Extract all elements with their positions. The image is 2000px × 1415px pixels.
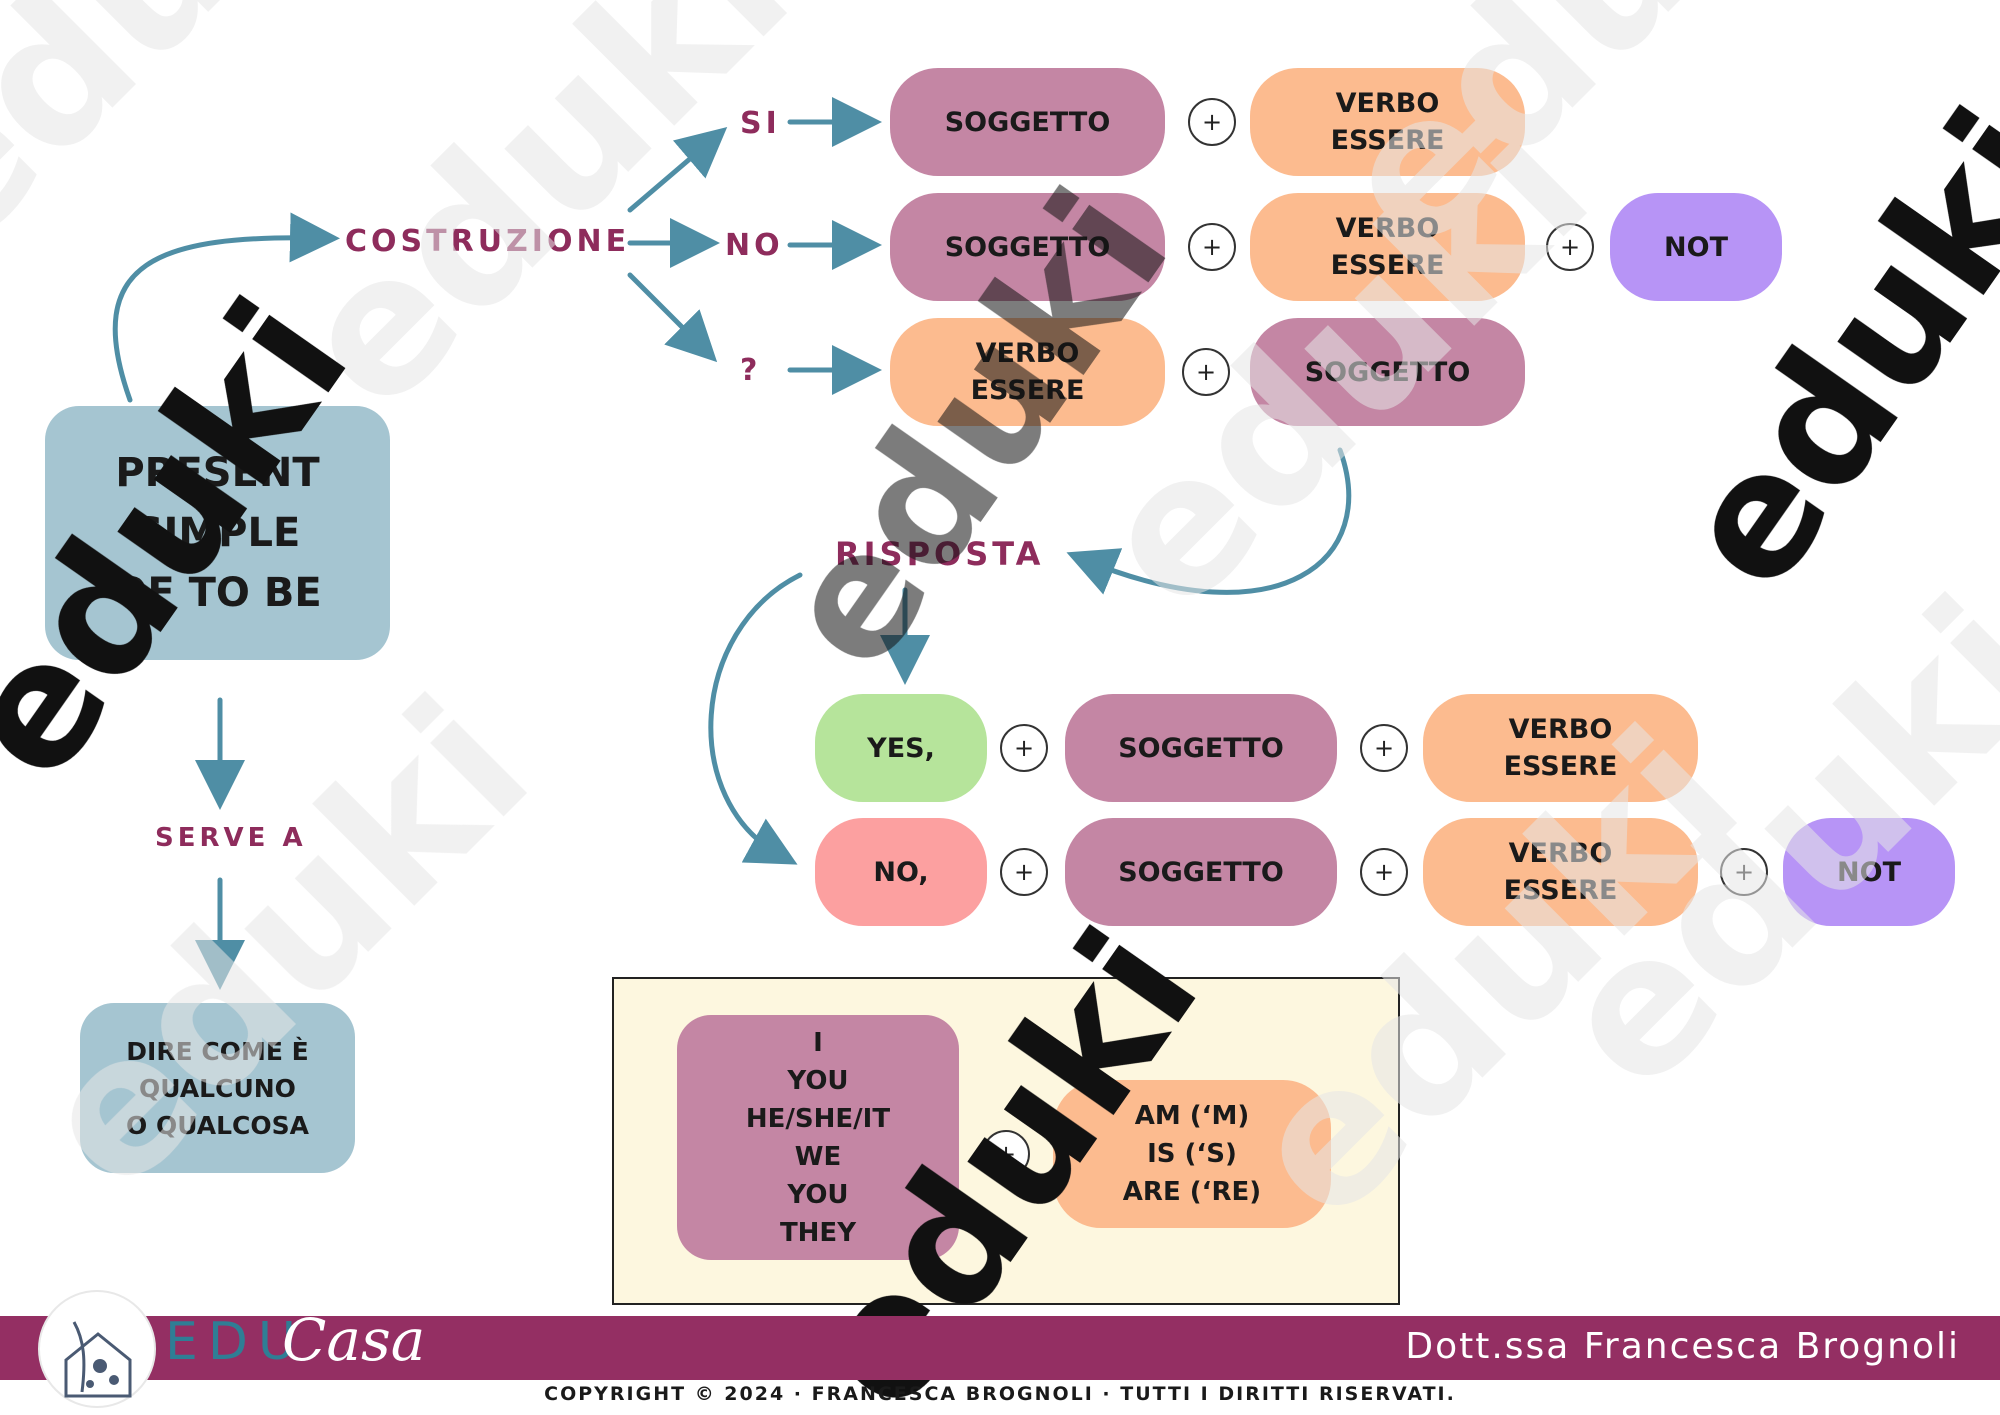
si-label: SI	[740, 106, 781, 141]
flower-house-icon	[64, 1321, 132, 1398]
no-verbo-box: VERBO ESSERE	[1250, 193, 1525, 301]
no-soggetto-box: SOGGETTO	[890, 193, 1165, 301]
si-verbo-box: VERBO ESSERE	[1250, 68, 1525, 176]
yes-soggetto-box: SOGGETTO	[1065, 694, 1337, 802]
logo-circle	[38, 1290, 156, 1408]
plus-icon: +	[1546, 223, 1594, 271]
no-not-box: NOT	[1610, 193, 1782, 301]
no-answer-not-box: NOT	[1783, 818, 1955, 926]
purpose-box: DIRE COME È QUALCUNO O QUALCOSA	[80, 1003, 355, 1173]
to-question-arrow	[627, 272, 718, 363]
no-answer-verbo-box: VERBO ESSERE	[1423, 818, 1698, 926]
arrow-group	[112, 97, 1352, 990]
verb-forms-box: AM (‘M) IS (‘S) ARE (‘RE)	[1053, 1080, 1331, 1228]
yes-verbo-box: VERBO ESSERE	[1423, 694, 1698, 802]
plus-icon: +	[1720, 848, 1768, 896]
curve-to-risposta-arrow	[1066, 447, 1352, 595]
plus-icon: +	[1000, 848, 1048, 896]
pronouns-box: I YOU HE/SHE/IT WE YOU THEY	[677, 1015, 959, 1260]
yes-box: YES,	[815, 694, 987, 802]
plus-icon: +	[1360, 848, 1408, 896]
risposta-label: RISPOSTA	[835, 535, 1045, 573]
no-label: NO	[725, 228, 784, 263]
no-answer-soggetto-box: SOGGETTO	[1065, 818, 1337, 926]
curve-to-no-row-arrow	[708, 572, 803, 865]
title-box: PRESENT SIMPLE OF TO BE	[45, 406, 390, 660]
plus-icon: +	[1188, 223, 1236, 271]
footer-bar	[0, 1316, 2000, 1380]
serve-a-label: SERVE A	[155, 823, 307, 853]
question-label: ?	[740, 353, 762, 388]
q-verbo-box: VERBO ESSERE	[890, 318, 1165, 426]
plus-icon: +	[1182, 348, 1230, 396]
q-soggetto-box: SOGGETTO	[1250, 318, 1525, 426]
si-soggetto-box: SOGGETTO	[890, 68, 1165, 176]
no-answer-box: NO,	[815, 818, 987, 926]
costruzione-label: COSTRUZIONE	[345, 224, 631, 259]
brand-edu: EDU	[165, 1312, 306, 1372]
author-name: Dott.ssa Francesca Brognoli	[1405, 1326, 1960, 1367]
curve-to-costruzione-arrow	[112, 212, 340, 403]
copyright-text: COPYRIGHT © 2024 · FRANCESCA BROGNOLI · …	[544, 1383, 1456, 1405]
brand-casa: Casa	[282, 1306, 426, 1374]
plus-icon: +	[1360, 724, 1408, 772]
plus-icon: +	[982, 1130, 1030, 1178]
plus-icon: +	[1000, 724, 1048, 772]
to-si-arrow	[627, 127, 728, 213]
plus-icon: +	[1188, 98, 1236, 146]
